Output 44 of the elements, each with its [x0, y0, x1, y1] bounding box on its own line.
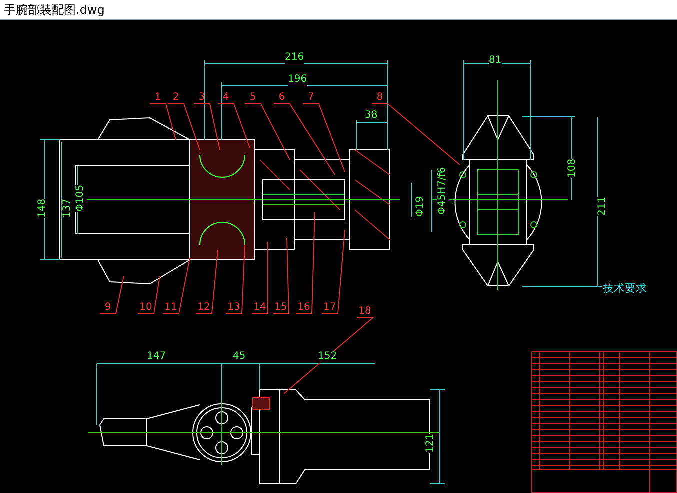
note-heading: 技术要求: [603, 283, 647, 295]
leader-line: [296, 212, 316, 314]
leader-line: [274, 104, 336, 176]
callout-number: 6: [274, 92, 290, 104]
leader-line: [252, 242, 268, 314]
callout-number: 5: [245, 92, 261, 104]
leader-line: [322, 230, 346, 314]
callout-number: 16: [296, 302, 312, 314]
leader-line: [302, 104, 346, 172]
file-title: 手腕部装配图.dwg: [4, 2, 105, 18]
callout-number: 18: [357, 306, 373, 318]
leader-line: [284, 318, 374, 394]
callout-number: 9: [100, 302, 116, 314]
leader-line: [138, 276, 160, 314]
callout-number: 8: [372, 92, 388, 104]
callout-number: 10: [138, 302, 154, 314]
callout-number: 11: [163, 302, 179, 314]
dimension-text: 81: [489, 55, 502, 67]
callout-number: 2: [168, 92, 184, 104]
leader-line: [194, 104, 220, 150]
dimension-text: 152: [318, 351, 338, 363]
callout-number: 15: [273, 302, 289, 314]
leader-line: [218, 104, 250, 148]
leader-line: [196, 250, 218, 314]
dimension-text: Φ105: [75, 185, 87, 212]
leader-line: [226, 244, 246, 314]
dimension-text: 216: [285, 52, 304, 64]
callout-number: 17: [322, 302, 338, 314]
leader-line: [162, 258, 190, 314]
leader-line: [372, 104, 460, 166]
callout-number: 7: [303, 92, 319, 104]
leader-line: [100, 276, 124, 314]
dimension-text: 196: [288, 74, 308, 86]
callout-number: 12: [196, 302, 212, 314]
callout-number: 3: [194, 92, 210, 104]
callout-number: 13: [226, 302, 242, 314]
callout-number: 14: [252, 302, 268, 314]
callout-number: 1: [150, 92, 166, 104]
callout-number: 4: [218, 92, 234, 104]
leader-line: [244, 104, 290, 160]
dimension-text: Φ45H7/f6: [437, 167, 449, 215]
leader-line: [272, 238, 290, 314]
leader-line: [150, 104, 176, 140]
leader-line: [168, 104, 200, 150]
